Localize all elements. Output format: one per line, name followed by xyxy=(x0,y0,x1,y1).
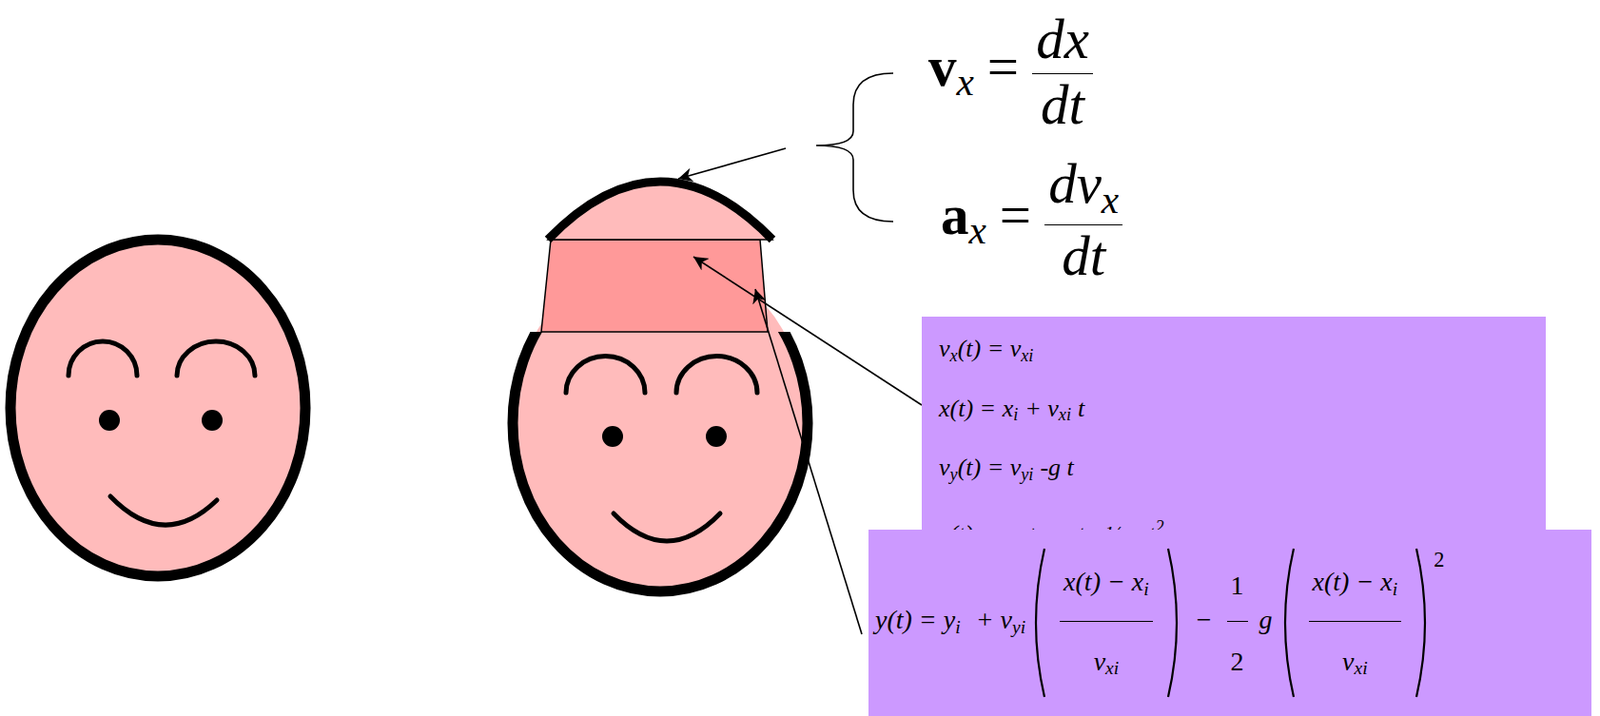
face-outline xyxy=(512,331,808,592)
leader-arrow xyxy=(755,289,862,635)
formula-line: vy(t) = vyi-g t xyxy=(938,441,1529,502)
formula-text: xi xyxy=(1354,658,1368,679)
eyebrow xyxy=(565,356,645,393)
smiley-face-with-cap xyxy=(512,181,808,592)
formula-text: 1 xyxy=(1230,570,1245,601)
formula-text: (t) = v xyxy=(957,453,1022,482)
formula-text: a xyxy=(940,183,970,247)
fraction: 12 xyxy=(1223,568,1252,679)
parenthesis-symbol xyxy=(1276,546,1298,700)
smile xyxy=(110,496,217,526)
parenthesis-symbol xyxy=(1412,546,1434,700)
formula-text: v xyxy=(1342,646,1354,677)
denominator: dt xyxy=(1032,73,1093,136)
numerator: dx xyxy=(1032,10,1093,74)
formula-text: i xyxy=(955,617,960,638)
formula-text: g xyxy=(1259,604,1273,635)
formula-text: yi xyxy=(1020,465,1034,485)
formula-text: (t) = v xyxy=(957,334,1022,363)
formula-text: = xyxy=(987,35,1019,98)
formula-text: + v xyxy=(1024,394,1059,423)
formula-text: v xyxy=(928,35,957,98)
formula-text: v xyxy=(938,453,951,482)
denominator: dt xyxy=(1044,224,1123,287)
eye xyxy=(602,426,624,448)
formula-text: x(t) = x xyxy=(938,394,1014,423)
leader-arrow xyxy=(693,256,922,406)
formula-text: i xyxy=(1143,579,1149,600)
formula-block: y(t) = yi+ vyix(t) − xivxi−12gx(t) − xiv… xyxy=(875,546,1444,700)
formula-text: + v xyxy=(975,604,1013,635)
formula-text: xi xyxy=(1058,405,1072,425)
eye xyxy=(98,409,120,431)
formula-line: x(t) = xi + vxit xyxy=(938,382,1529,443)
eye xyxy=(201,409,223,431)
parenthesis-symbol xyxy=(1164,546,1186,700)
formula-text: x(t) − x xyxy=(1063,566,1144,597)
formula-text: -g t xyxy=(1039,453,1074,482)
formula-text: dx xyxy=(1035,7,1090,71)
formula-text: yi xyxy=(1012,617,1026,638)
formula-text: 2 xyxy=(1230,646,1245,677)
formula-text: x xyxy=(1101,177,1119,222)
numerator: dvx xyxy=(1044,155,1123,225)
fraction: dxdt xyxy=(1032,10,1093,136)
denominator: vxi xyxy=(1059,621,1153,682)
fraction: x(t) − xivxi xyxy=(1297,565,1414,682)
fraction: x(t) − xivxi xyxy=(1048,565,1165,682)
equation: vx=dxdt xyxy=(928,10,1093,136)
head-cap xyxy=(547,181,773,240)
formula-text: dt xyxy=(1061,224,1106,288)
formula-line: vx(t) = vxi xyxy=(938,322,1529,383)
formula-text: i xyxy=(1013,405,1018,425)
formula-text: = xyxy=(999,183,1032,247)
numerator: x(t) − xi xyxy=(1308,565,1403,621)
parenthesis-curve xyxy=(1285,548,1294,698)
formula-text: x xyxy=(950,346,958,366)
fraction: dvxdt xyxy=(1044,155,1123,287)
eyebrow xyxy=(68,341,137,376)
formula-text: x xyxy=(956,59,975,104)
formula-text: x xyxy=(969,208,987,253)
smile xyxy=(613,513,721,542)
formula-text: xi xyxy=(1105,658,1119,679)
formula-text: x(t) − x xyxy=(1312,566,1393,597)
formula-text: dt xyxy=(1040,73,1085,137)
parenthesis-curve xyxy=(1035,548,1045,698)
head-cap-rim xyxy=(547,181,773,240)
numerator: x(t) − xi xyxy=(1059,565,1153,621)
leader-arrow xyxy=(678,148,786,179)
denominator: vxi xyxy=(1308,621,1403,682)
equation: ax=dvxdt xyxy=(940,155,1123,287)
curly-brace xyxy=(816,73,894,222)
equation-box: y(t) = yi+ vyix(t) − xivxi−12gx(t) − xiv… xyxy=(868,529,1592,716)
formula-text: y xyxy=(950,465,958,485)
formula-text: t xyxy=(1077,394,1085,423)
denominator: 2 xyxy=(1227,621,1249,679)
eyebrow xyxy=(676,356,758,393)
formula-text: − xyxy=(1196,604,1212,635)
formula-text: v xyxy=(938,334,951,363)
parenthesis-curve xyxy=(1416,548,1425,698)
head-band xyxy=(541,239,768,332)
face-outline xyxy=(10,239,306,577)
formula-line: y(t) = yi+ vyix(t) − xivxi−12gx(t) − xiv… xyxy=(875,546,1444,700)
formula-text: v xyxy=(1093,646,1106,677)
formula-text: dv xyxy=(1048,152,1102,215)
parenthesis-curve xyxy=(1168,548,1177,698)
parenthesis-symbol xyxy=(1027,546,1049,700)
eyebrow xyxy=(176,341,255,376)
formula-text: 2 xyxy=(1433,547,1444,572)
eye xyxy=(705,426,727,448)
formula-text: y(t) = y xyxy=(875,604,956,635)
smiley-face xyxy=(10,239,306,577)
numerator: 1 xyxy=(1227,568,1249,622)
formula-text: i xyxy=(1392,579,1398,600)
formula-text: xi xyxy=(1020,346,1034,366)
